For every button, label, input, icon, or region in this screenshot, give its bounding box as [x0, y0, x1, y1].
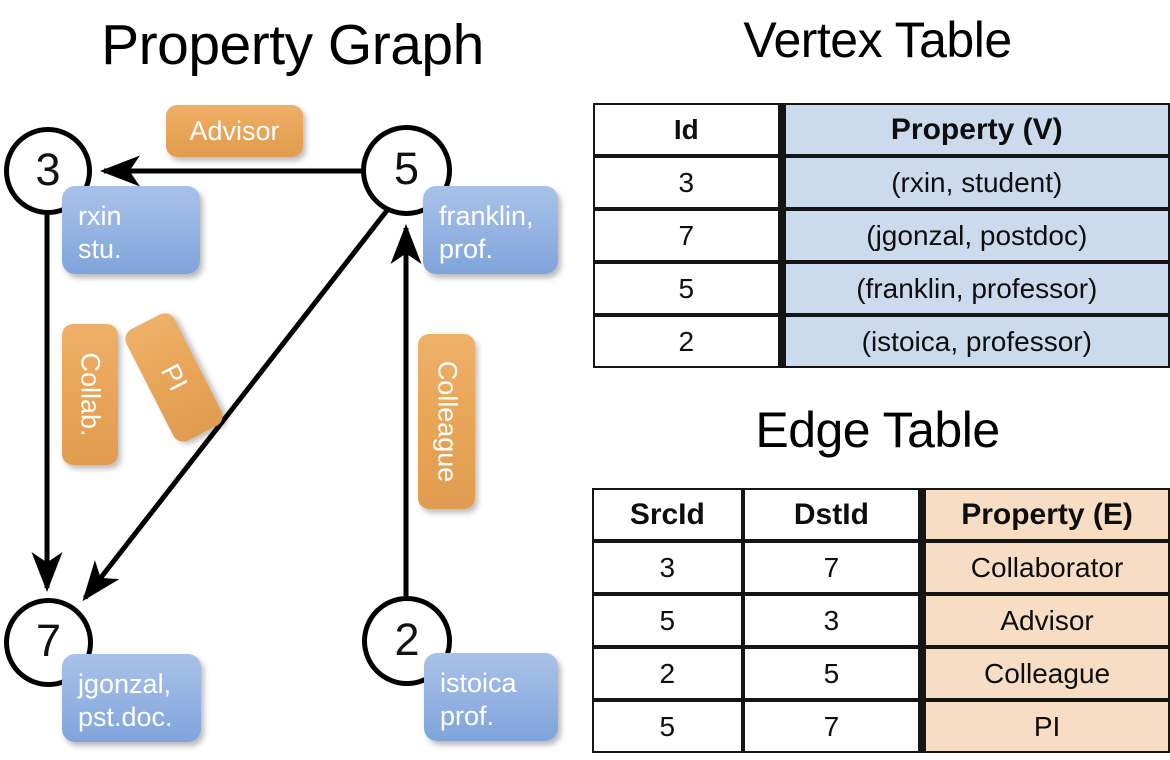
edge-table-cell-property: Collaborator: [920, 541, 1170, 594]
edge-label-advisor-text: Advisor: [189, 115, 280, 146]
vertex-table-cell-id: 5: [593, 262, 780, 315]
edge-label-box-advisor[interactable]: Advisor: [166, 105, 303, 157]
edge-table-cell-srcid: 3: [592, 541, 743, 594]
vertex-node-2-label: 2: [394, 613, 420, 665]
edge-label-box-collab[interactable]: Collab.: [62, 324, 118, 465]
edge-table-cell-property: PI: [920, 700, 1170, 753]
edge-table: SrcId DstId Property (E) 3 7 Collaborato…: [592, 488, 1170, 753]
edge-label-pi-text: PI: [155, 359, 194, 396]
edge-table-cell-dstid: 7: [742, 541, 921, 594]
vertex-table-cell-property: (jgonzal, postdoc): [779, 209, 1170, 262]
edge-table-header-row: SrcId DstId Property (E): [592, 488, 1170, 541]
edge-table-header-srcid: SrcId: [592, 488, 743, 541]
edge-table-cell-dstid: 7: [742, 700, 921, 753]
table-row[interactable]: 3 (rxin, student): [593, 156, 1170, 209]
edge-label-colleague-text: Colleague: [432, 360, 462, 483]
page-title-edge-table: Edge Table: [755, 402, 1000, 458]
vertex-table: Id Property (V) 3 (rxin, student) 7 (jgo…: [593, 103, 1170, 368]
table-row[interactable]: 5 3 Advisor: [592, 594, 1170, 647]
edge-5-to-7-pi: [82, 202, 394, 602]
vertex-node-5-label: 5: [393, 143, 420, 194]
vertex-table-header-id: Id: [593, 103, 780, 156]
vertex-table-cell-id: 3: [593, 156, 780, 209]
edge-table-header-property: Property (E): [920, 488, 1170, 541]
edge-table-cell-srcid: 5: [592, 594, 743, 647]
vertex-node-3-label: 3: [35, 143, 61, 195]
table-row[interactable]: 3 7 Collaborator: [592, 541, 1170, 594]
vertex-property-rxin-line2: stu.: [78, 234, 122, 264]
vertex-property-jgonzal-line2: pst.doc.: [78, 702, 173, 732]
vertex-table-header-property: Property (V): [779, 103, 1170, 156]
edge-table-cell-property: Advisor: [920, 594, 1170, 647]
edge-table-cell-property: Colleague: [920, 647, 1170, 700]
table-row[interactable]: 5 7 PI: [592, 700, 1170, 753]
table-row[interactable]: 5 (franklin, professor): [593, 262, 1170, 315]
vertex-table-cell-id: 7: [593, 209, 780, 262]
vertex-node-7-label: 7: [35, 615, 62, 666]
page-title-vertex-table: Vertex Table: [743, 12, 1012, 68]
vertex-property-istoica-line1: istoica: [440, 668, 517, 698]
vertex-property-franklin-line1: franklin,: [439, 201, 534, 231]
edge-table-cell-dstid: 5: [742, 647, 921, 700]
vertex-property-rxin-line1: rxin: [78, 201, 122, 231]
vertex-property-jgonzal-line1: jgonzal,: [78, 669, 172, 699]
vertex-node-2[interactable]: 2: [362, 596, 452, 686]
vertex-property-franklin-line2: prof.: [439, 234, 494, 264]
vertex-node-5[interactable]: 5: [361, 125, 452, 216]
vertex-property-box-jgonzal[interactable]: jgonzal, pst.doc.: [62, 654, 201, 742]
edge-table-header-dstid: DstId: [742, 488, 921, 541]
vertex-table-cell-property: (istoica, professor): [779, 315, 1170, 368]
vertex-property-box-istoica[interactable]: istoica prof.: [424, 653, 558, 741]
vertex-table-cell-property: (franklin, professor): [779, 262, 1170, 315]
vertex-table-cell-id: 2: [593, 315, 780, 368]
page-title-property-graph: Property Graph: [101, 13, 484, 77]
table-row[interactable]: 7 (jgonzal, postdoc): [593, 209, 1170, 262]
edge-table-cell-dstid: 3: [742, 594, 921, 647]
table-row[interactable]: 2 5 Colleague: [592, 647, 1170, 700]
table-row[interactable]: 2 (istoica, professor): [593, 315, 1170, 368]
vertex-table-header-row: Id Property (V): [593, 103, 1170, 156]
vertex-table-cell-property: (rxin, student): [779, 156, 1170, 209]
vertex-property-istoica-line2: prof.: [440, 701, 495, 731]
edge-table-cell-srcid: 2: [592, 647, 743, 700]
edge-table-cell-srcid: 5: [592, 700, 743, 753]
graph-edge-layer: [31, 155, 422, 602]
edge-label-collab-text: Collab.: [75, 352, 106, 437]
vertex-property-box-franklin[interactable]: franklin, prof.: [423, 186, 558, 274]
edge-label-box-colleague[interactable]: Colleague: [418, 334, 475, 509]
vertex-property-box-rxin[interactable]: rxin stu.: [62, 186, 200, 274]
